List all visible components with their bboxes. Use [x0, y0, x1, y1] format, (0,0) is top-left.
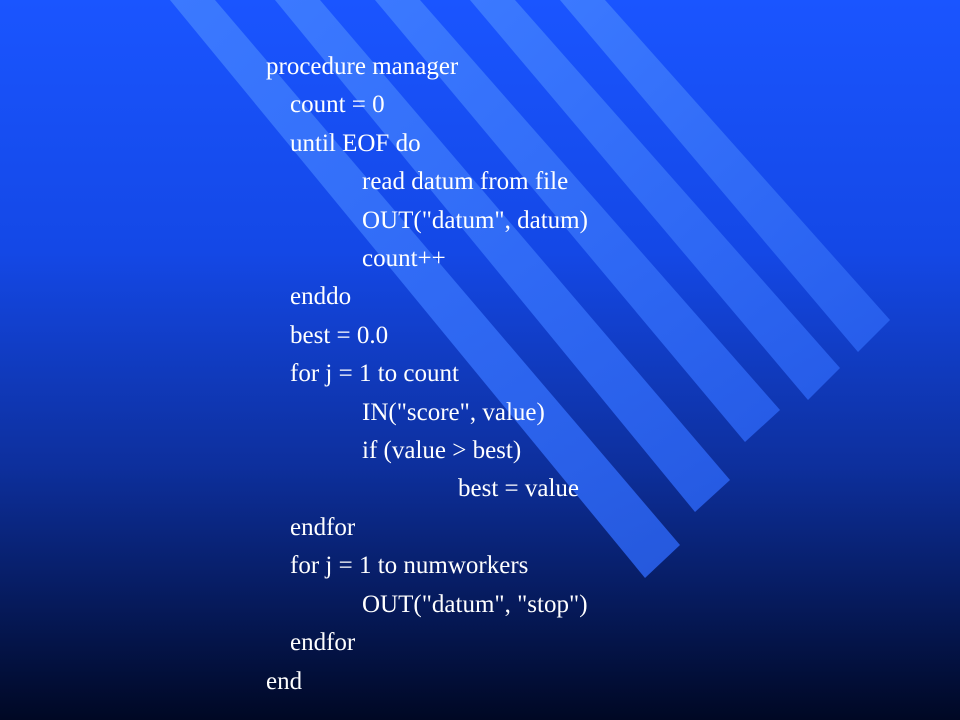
code-line: for j = 1 to count	[290, 360, 459, 388]
code-line: procedure manager	[266, 53, 459, 80]
code-line: best = value	[458, 475, 580, 503]
stripe-4	[275, 0, 730, 512]
code-line: count = 0	[290, 91, 385, 119]
code-line: endfor	[290, 513, 356, 541]
code-line: OUT("datum", datum)	[362, 206, 588, 234]
code-line: for j = 1 to numworkers	[290, 552, 529, 580]
code-line: endfor	[290, 629, 356, 657]
code-line: until EOF do	[290, 129, 421, 157]
code-line: if (value > best)	[362, 437, 522, 465]
code-line: enddo	[290, 283, 352, 311]
stripe-5	[170, 0, 680, 578]
code-line: IN("score", value)	[362, 398, 545, 426]
code-line: end	[266, 667, 303, 695]
pseudocode-listing: procedure manager count = 0 until EOF do…	[266, 48, 588, 701]
stripe-1	[560, 0, 890, 352]
code-line: read datum from file	[362, 168, 569, 196]
code-line: OUT("datum", "stop")	[362, 590, 588, 618]
stripe-2	[470, 0, 840, 400]
code-line: count++	[362, 245, 446, 273]
code-line: best = 0.0	[290, 321, 389, 349]
stripe-3	[375, 0, 780, 442]
